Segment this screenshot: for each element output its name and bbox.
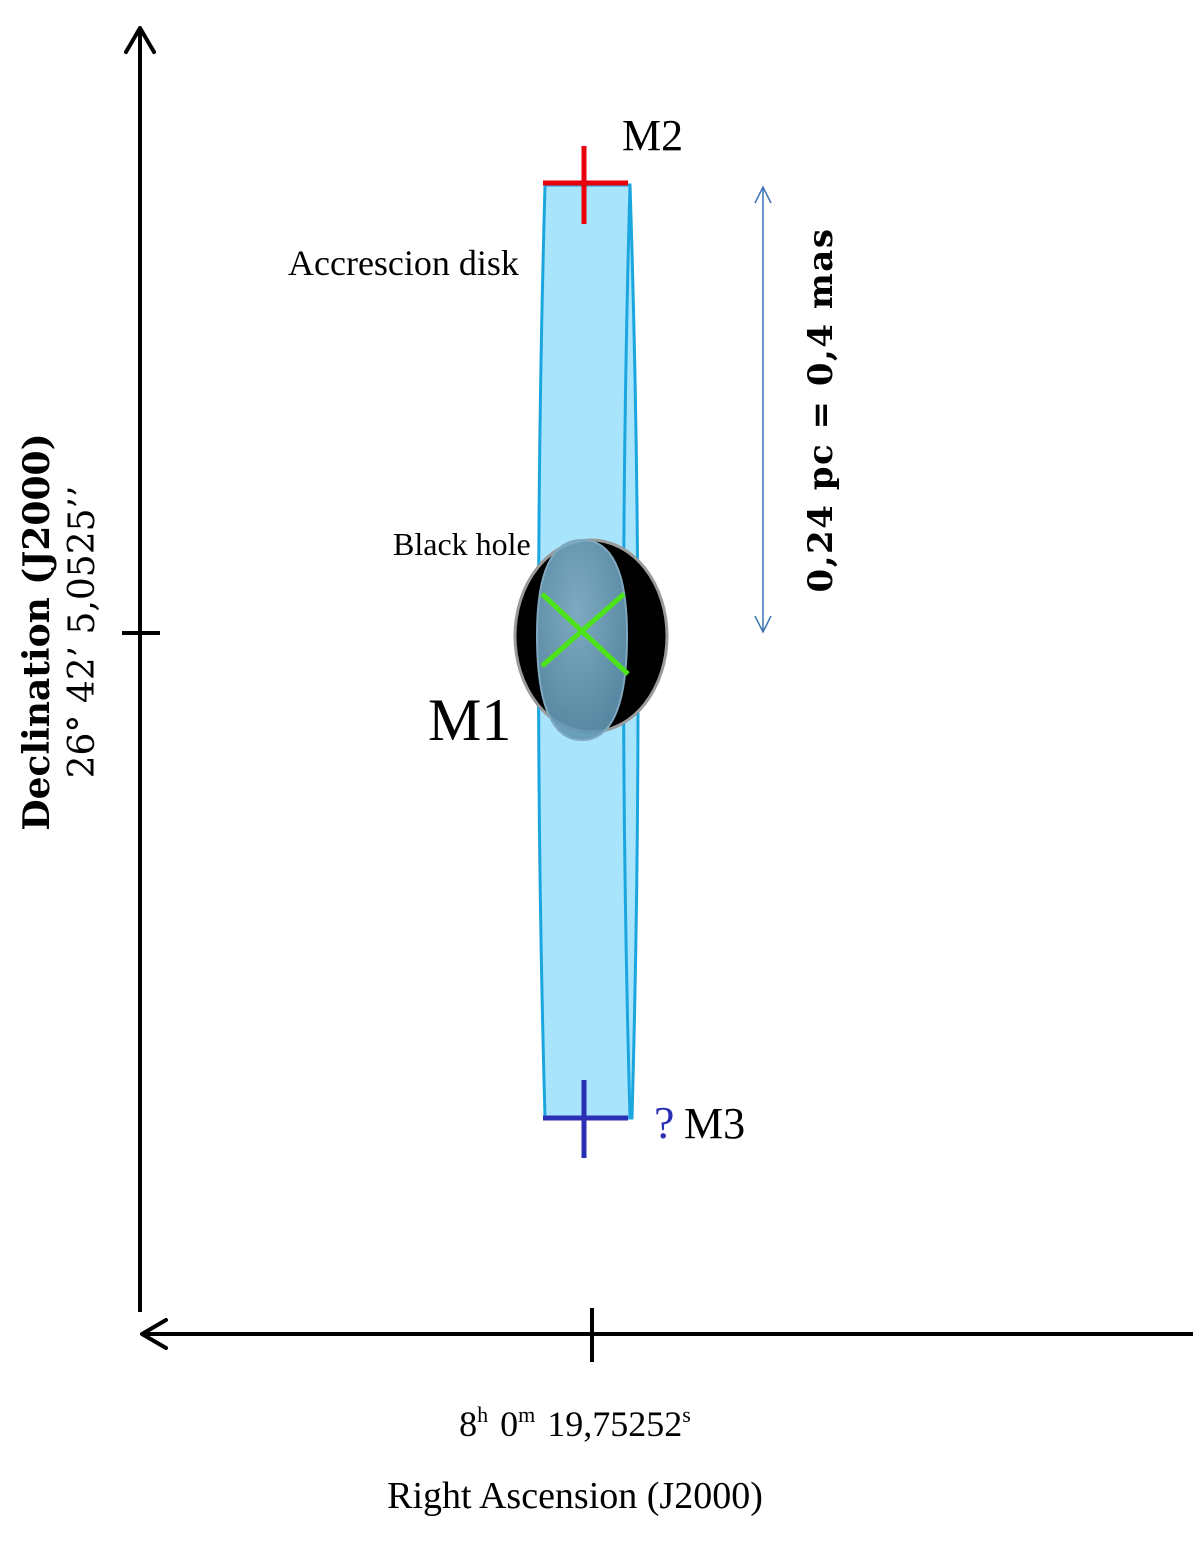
m3-question-mark: ? (654, 1097, 674, 1148)
m1-marker (540, 592, 630, 676)
dec-value: 26° 42’ 5,0525’’ (62, 486, 103, 779)
ra-axis-title: Right Ascension (J2000) (387, 1475, 763, 1517)
scale-bar-label: 0,24 pc = 0,4 mas (801, 228, 841, 593)
scale-arrow-head-bottom (754, 615, 772, 634)
black-hole-label: Black hole (393, 526, 531, 562)
ra-axis-arrowhead (140, 1318, 168, 1350)
dec-axis (122, 26, 160, 1312)
m1-label: M1 (428, 687, 511, 753)
black-hole (513, 538, 669, 742)
dec-axis-title: Declination (J2000) (16, 433, 58, 830)
m2-marker (543, 146, 628, 224)
ra-axis (140, 1308, 1193, 1362)
m3-label: M3 (684, 1099, 745, 1148)
scale-arrow (754, 185, 772, 634)
m2-label: M2 (622, 111, 683, 160)
scale-arrow-head-top (754, 185, 772, 204)
dec-axis-arrowhead (124, 26, 156, 54)
accretion-disk-label: Accrescion disk (288, 243, 519, 283)
m3-marker (543, 1080, 628, 1158)
